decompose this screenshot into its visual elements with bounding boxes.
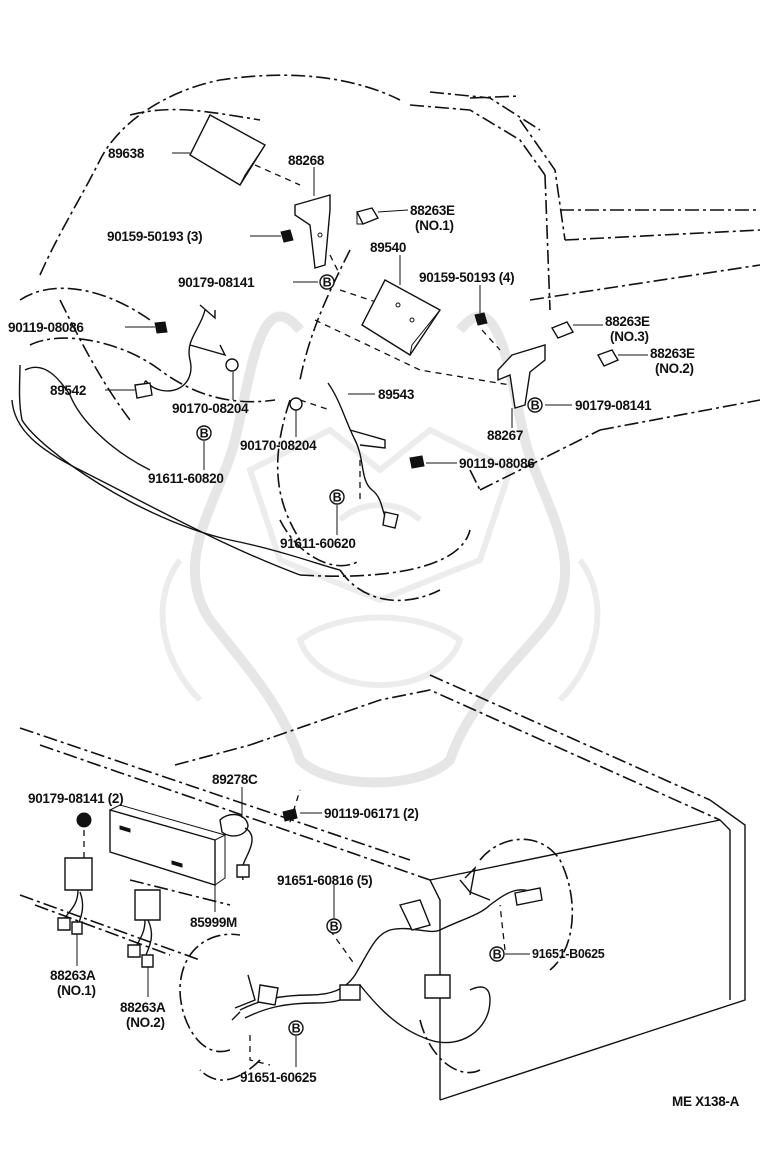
svg-text:B: B [200, 427, 209, 441]
label-89542: 89542 [50, 383, 86, 398]
label-91611-a: 91611-60820 [148, 471, 224, 486]
lower-assembly: B B B 89278C 90179-08141 (2) 90119-06171… [19, 674, 746, 1109]
svg-text:B: B [323, 276, 332, 290]
bolt-symbol-f: B [489, 946, 505, 962]
relay-88263e-no1 [355, 207, 380, 225]
bolt-90119-a [154, 321, 168, 334]
label-90170-a: 90170-08204 [172, 401, 249, 416]
label-90159-3: 90159-50193 (3) [107, 229, 202, 244]
nut-90170-a [225, 358, 239, 372]
relay-88263a-no2 [134, 889, 161, 921]
abs-wire-harness [239, 889, 541, 1011]
label-88263a-no1: 88263A [50, 968, 96, 983]
label-85999m: 85999M [190, 915, 237, 930]
label-89540: 89540 [370, 240, 406, 255]
bolt-symbol-e: B [326, 918, 342, 934]
bolt-symbol-d: B [329, 489, 345, 505]
svg-text:B: B [493, 948, 502, 962]
label-88263e-no2: 88263E [650, 346, 695, 361]
label-88263e-no1-sub: (NO.1) [415, 218, 454, 233]
svg-text:B: B [292, 1022, 301, 1036]
upper-assembly: B B B B 89638 88268 90159-50193 (3) 8826… [8, 74, 761, 602]
label-90179-a: 90179-08141 [178, 275, 255, 290]
bracket-88268 [294, 194, 331, 269]
screw-90159-4 [474, 312, 488, 326]
label-90119-a: 90119-08086 [8, 320, 84, 335]
harness-89542 [139, 309, 206, 396]
bolt-symbol-g: B [288, 1020, 304, 1036]
bolt-symbol-c: B [196, 425, 212, 441]
label-89543: 89543 [378, 387, 415, 402]
label-91651-b: 91651-B0625 [532, 947, 605, 961]
label-90119-b: 90119-08086 [459, 456, 535, 471]
harness-89543 [327, 382, 391, 523]
bolt-90119-c [282, 808, 298, 822]
label-88263a-no1-sub: (NO.1) [57, 983, 96, 998]
label-90170-b: 90170-08204 [240, 438, 317, 453]
label-88263e-no2-sub: (NO.2) [655, 361, 694, 376]
label-90159-4: 90159-50193 (4) [419, 270, 514, 285]
nut-90179-c [76, 812, 92, 828]
plate-85999m [109, 809, 216, 886]
relay-88263a-no1 [64, 857, 93, 891]
module-89540 [361, 279, 442, 356]
label-90179-c: 90179-08141 (2) [28, 791, 123, 806]
label-91651-c: 91651-60625 [240, 1070, 317, 1085]
bolt-symbol-b: B [527, 397, 543, 413]
bracket-88267 [497, 344, 546, 409]
svg-text:B: B [333, 491, 342, 505]
relay-88263e-no2 [596, 349, 620, 367]
nut-90170-b [289, 397, 303, 411]
label-89638: 89638 [108, 146, 145, 161]
pad-89638 [189, 114, 266, 186]
label-88263a-no2: 88263A [120, 1000, 166, 1015]
label-88263e-no3: 88263E [605, 314, 650, 329]
bolt-symbol-a: B [319, 274, 335, 290]
label-91611-b: 91611-60620 [280, 536, 356, 551]
label-91651-5: 91651-60816 (5) [277, 873, 372, 888]
watermark-emblem [159, 311, 601, 788]
reference-code: ME X138-A [672, 1094, 740, 1109]
label-90119-c: 90119-06171 (2) [324, 806, 419, 821]
relay-88263e-no3 [550, 321, 575, 339]
sensor-89278c [219, 813, 249, 837]
label-88268: 88268 [288, 153, 325, 168]
label-88263a-no2-sub: (NO.2) [126, 1015, 165, 1030]
svg-text:B: B [330, 920, 339, 934]
screw-90159-3 [280, 229, 294, 243]
label-89278c: 89278C [212, 772, 258, 787]
bolt-90119-b [409, 455, 425, 469]
label-88263e-no1: 88263E [410, 203, 455, 218]
label-90179-b: 90179-08141 [575, 398, 652, 413]
label-88263e-no3-sub: (NO.3) [610, 329, 649, 344]
label-88267: 88267 [487, 428, 523, 443]
svg-text:B: B [531, 399, 540, 413]
